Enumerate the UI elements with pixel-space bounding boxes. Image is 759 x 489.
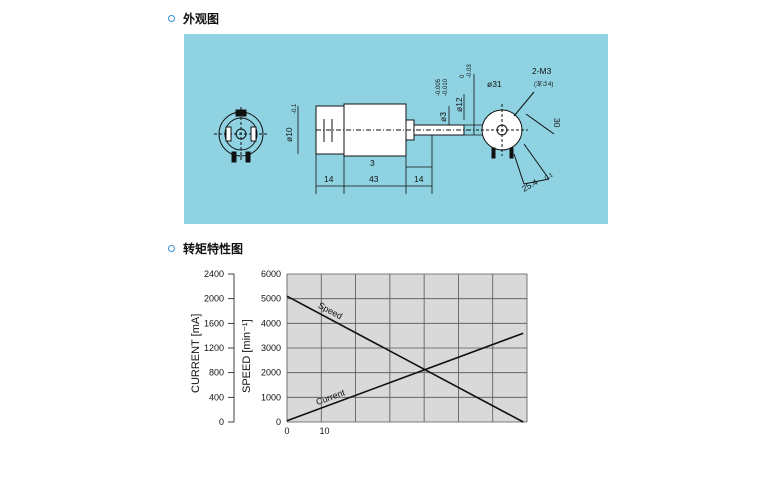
motor-side-view <box>315 103 474 157</box>
x-tick-label: 10 <box>319 426 329 436</box>
torque-title: 转矩特性图 <box>183 242 244 256</box>
speed-tick-label: 4000 <box>261 318 281 328</box>
dim-43-label: 43 <box>369 174 379 184</box>
motor-end-view-right <box>476 91 555 185</box>
bearing-dia-label: ø3 <box>438 112 448 122</box>
motor-dimension-drawing: ø10 -0.1 ø3 -0.005 -0.010 ø12 0 -0.03 3 … <box>184 34 608 224</box>
speed-axis-title: SPEED [min⁻¹] <box>241 319 253 393</box>
boss-tol-lower: -0.03 <box>467 64 473 78</box>
bullet-icon <box>168 245 175 252</box>
appearance-title: 外观图 <box>183 12 220 26</box>
torque-heading: 转矩特性图 <box>168 240 243 257</box>
speed-tick-label: 1000 <box>261 392 281 402</box>
current-tick-label: 2400 <box>204 269 224 279</box>
speed-tick-label: 2000 <box>261 368 281 378</box>
current-tick-label: 1600 <box>204 318 224 328</box>
speed-tick-label: 3000 <box>261 343 281 353</box>
boss-dia-label: ø12 <box>454 97 464 112</box>
boss-tol-upper: 0 <box>460 74 466 78</box>
shaft-dia-label: ø10 <box>284 127 294 142</box>
screw-label: 2-M3 <box>532 66 552 76</box>
dim-25-4-tol: 0.1 <box>544 172 555 182</box>
screw-note: (深さ4) <box>534 80 553 88</box>
dim-14a-label: 14 <box>324 174 334 184</box>
current-tick-label: 2000 <box>204 294 224 304</box>
current-axis-title: CURRENT [mA] <box>190 314 202 393</box>
bearing-tol-upper: -0.005 <box>436 78 442 96</box>
current-tick-label: 0 <box>219 417 224 427</box>
motor-end-view-left <box>214 107 268 163</box>
bullet-icon <box>168 15 175 22</box>
shaft-dia-tol: -0.1 <box>292 103 298 114</box>
bearing-tol-lower: -0.010 <box>443 78 449 96</box>
current-tick-label: 1200 <box>204 343 224 353</box>
speed-tick-label: 5000 <box>261 294 281 304</box>
speed-tick-label: 0 <box>276 417 281 427</box>
current-line <box>286 332 524 422</box>
torque-characteristics-chart: 0 400 800 1200 1600 2000 2400 0 1000 2000 3000 400… <box>184 262 534 440</box>
pcd-label: ø31 <box>487 79 502 89</box>
dim-30-label: 30 <box>552 118 562 128</box>
current-tick-label: 400 <box>209 392 224 402</box>
current-tick-label: 800 <box>209 368 224 378</box>
speed-tick-label: 6000 <box>261 269 281 279</box>
speed-line <box>286 295 524 423</box>
x-tick-label: 0 <box>284 426 289 436</box>
dim-14b-label: 14 <box>414 174 424 184</box>
appearance-heading: 外观图 <box>168 10 219 27</box>
dim-3-label: 3 <box>370 158 375 168</box>
